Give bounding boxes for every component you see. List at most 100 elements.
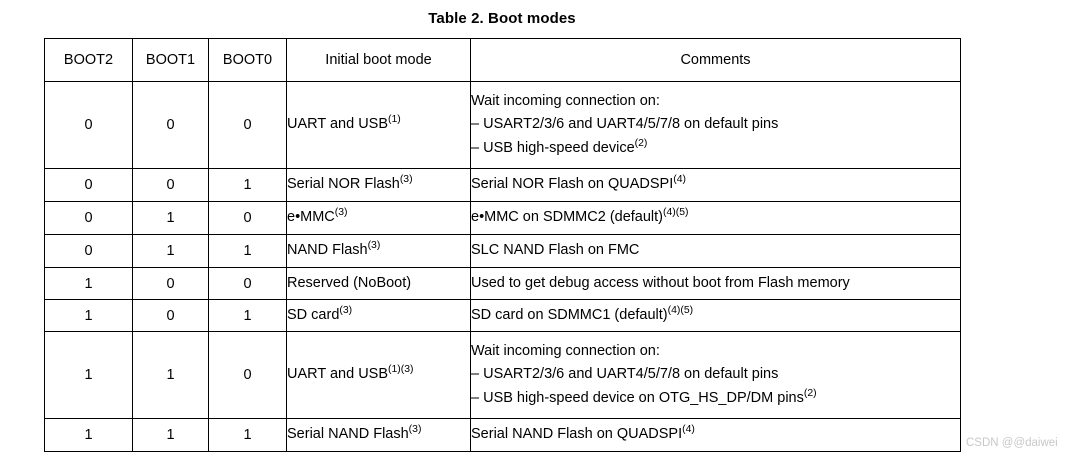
cell-boot2: 1 [44,418,133,452]
footnote-ref: (4) [682,424,695,436]
footnote-ref: (3) [399,174,413,186]
boot-modes-table: BOOT2 BOOT1 BOOT0 Initial boot mode Comm… [44,38,961,452]
cell-initial-boot-mode: UART and USB(1)(3) [286,331,471,419]
footnote-ref: (1) [388,114,401,126]
cell-boot2: 0 [44,201,133,235]
cell-boot2: 0 [44,81,133,169]
footnote-ref: (3) [408,424,422,436]
cell-boot1: 1 [132,418,209,452]
cell-comments: SLC NAND Flash on FMC [470,234,961,268]
cell-boot0: 0 [208,267,287,300]
comment-text: Serial NOR Flash on QUADSPI [471,176,674,193]
cell-boot0: 0 [208,331,287,419]
cell-initial-boot-mode: Reserved (NoBoot) [286,267,471,300]
cell-initial-boot-mode: Serial NOR Flash(3) [286,168,471,202]
comment-line: Serial NAND Flash on QUADSPI(4) [471,423,960,447]
comment-text: e•MMC on SDMMC2 (default) [471,209,664,226]
page-title: Table 2. Boot modes [428,10,576,27]
boot-mode-label: Serial NAND Flash [287,426,409,443]
cell-initial-boot-mode: UART and USB(1) [286,81,471,169]
cell-initial-boot-mode: SD card(3) [286,299,471,332]
cell-boot1: 1 [132,201,209,235]
column-header-initial-boot-mode: Initial boot mode [286,38,471,82]
table-header-row: BOOT2 BOOT1 BOOT0 Initial boot mode Comm… [44,38,961,82]
comment-line: – USART2/3/6 and UART4/5/7/8 on default … [471,363,960,387]
footnote-ref: (2) [803,387,817,399]
cell-boot1: 0 [132,299,209,332]
cell-comments: Used to get debug access without boot fr… [470,267,961,300]
cell-boot1: 0 [132,81,209,169]
comment-text: Wait incoming connection on: [471,92,660,109]
cell-boot2: 1 [44,331,133,419]
cell-boot0: 1 [208,168,287,202]
cell-initial-boot-mode: e•MMC(3) [286,201,471,235]
cell-boot0: 0 [208,201,287,235]
footnote-ref: (3) [339,304,353,316]
comment-text: Serial NAND Flash on QUADSPI [471,426,683,443]
comment-line: Wait incoming connection on: [471,90,960,114]
boot-mode-label: UART and USB [287,116,389,133]
cell-boot1: 1 [132,234,209,268]
footnote-ref: (3) [334,207,348,219]
comment-line: Wait incoming connection on: [471,340,960,364]
cell-boot1: 1 [132,331,209,419]
cell-initial-boot-mode: NAND Flash(3) [286,234,471,268]
column-header-comments: Comments [470,38,961,82]
boot-mode-label: Reserved (NoBoot) [287,274,412,291]
comment-text: – USART2/3/6 and UART4/5/7/8 on default … [471,116,779,133]
watermark: CSDN @@daiwei [966,437,1058,449]
cell-comments: Serial NAND Flash on QUADSPI(4) [470,418,961,452]
cell-comments: e•MMC on SDMMC2 (default)(4)(5) [470,201,961,235]
cell-comments: Wait incoming connection on: – USART2/3/6… [470,331,961,419]
boot-mode-label: e•MMC [287,209,335,226]
comment-text: SLC NAND Flash on FMC [471,242,640,259]
table-header: BOOT2 BOOT1 BOOT0 Initial boot mode Comm… [44,38,961,82]
comment-text: – USART2/3/6 and UART4/5/7/8 on default … [471,366,779,383]
comment-line: – USART2/3/6 and UART4/5/7/8 on default … [471,113,960,137]
cell-comments: Serial NOR Flash on QUADSPI(4) [470,168,961,202]
footnote-ref: (4) [673,174,687,186]
boot-mode-label: Serial NOR Flash [287,176,400,193]
cell-boot2: 1 [44,267,133,300]
comment-text: – USB high-speed device on OTG_HS_DP/DM … [471,389,804,406]
boot-mode-label: NAND Flash [287,242,368,259]
cell-boot2: 0 [44,234,133,268]
footnote-ref: (2) [634,137,648,149]
comment-line: SLC NAND Flash on FMC [471,239,960,263]
footnote-ref: (3) [367,240,381,252]
comment-line: SD card on SDMMC1 (default)(4)(5) [471,304,960,328]
cell-boot2: 1 [44,299,133,332]
comment-line: – USB high-speed device on OTG_HS_DP/DM … [471,387,960,411]
cell-boot0: 1 [208,299,287,332]
cell-boot0: 0 [208,81,287,169]
comment-line: Serial NOR Flash on QUADSPI(4) [471,173,960,197]
cell-comments: SD card on SDMMC1 (default)(4)(5) [470,299,961,332]
comment-text: Wait incoming connection on: [471,342,660,359]
cell-comments: Wait incoming connection on: – USART2/3/6… [470,81,961,169]
comment-line: – USB high-speed device(2) [471,137,960,161]
column-header-boot2: BOOT2 [44,38,133,82]
cell-boot2: 0 [44,168,133,202]
cell-boot0: 1 [208,418,287,452]
cell-boot1: 0 [132,267,209,300]
cell-boot1: 0 [132,168,209,202]
comment-line: Used to get debug access without boot fr… [471,272,960,296]
footnote-ref: (4)(5) [667,304,694,316]
comment-text: Used to get debug access without boot fr… [471,274,850,291]
column-header-boot1: BOOT1 [132,38,209,82]
comment-text: – USB high-speed device [471,139,635,156]
footnote-ref: (4)(5) [663,207,689,219]
comment-text: SD card on SDMMC1 (default) [471,306,668,323]
comment-line: e•MMC on SDMMC2 (default)(4)(5) [471,206,960,230]
footnote-ref: (1)(3) [388,364,414,376]
cell-boot0: 1 [208,234,287,268]
